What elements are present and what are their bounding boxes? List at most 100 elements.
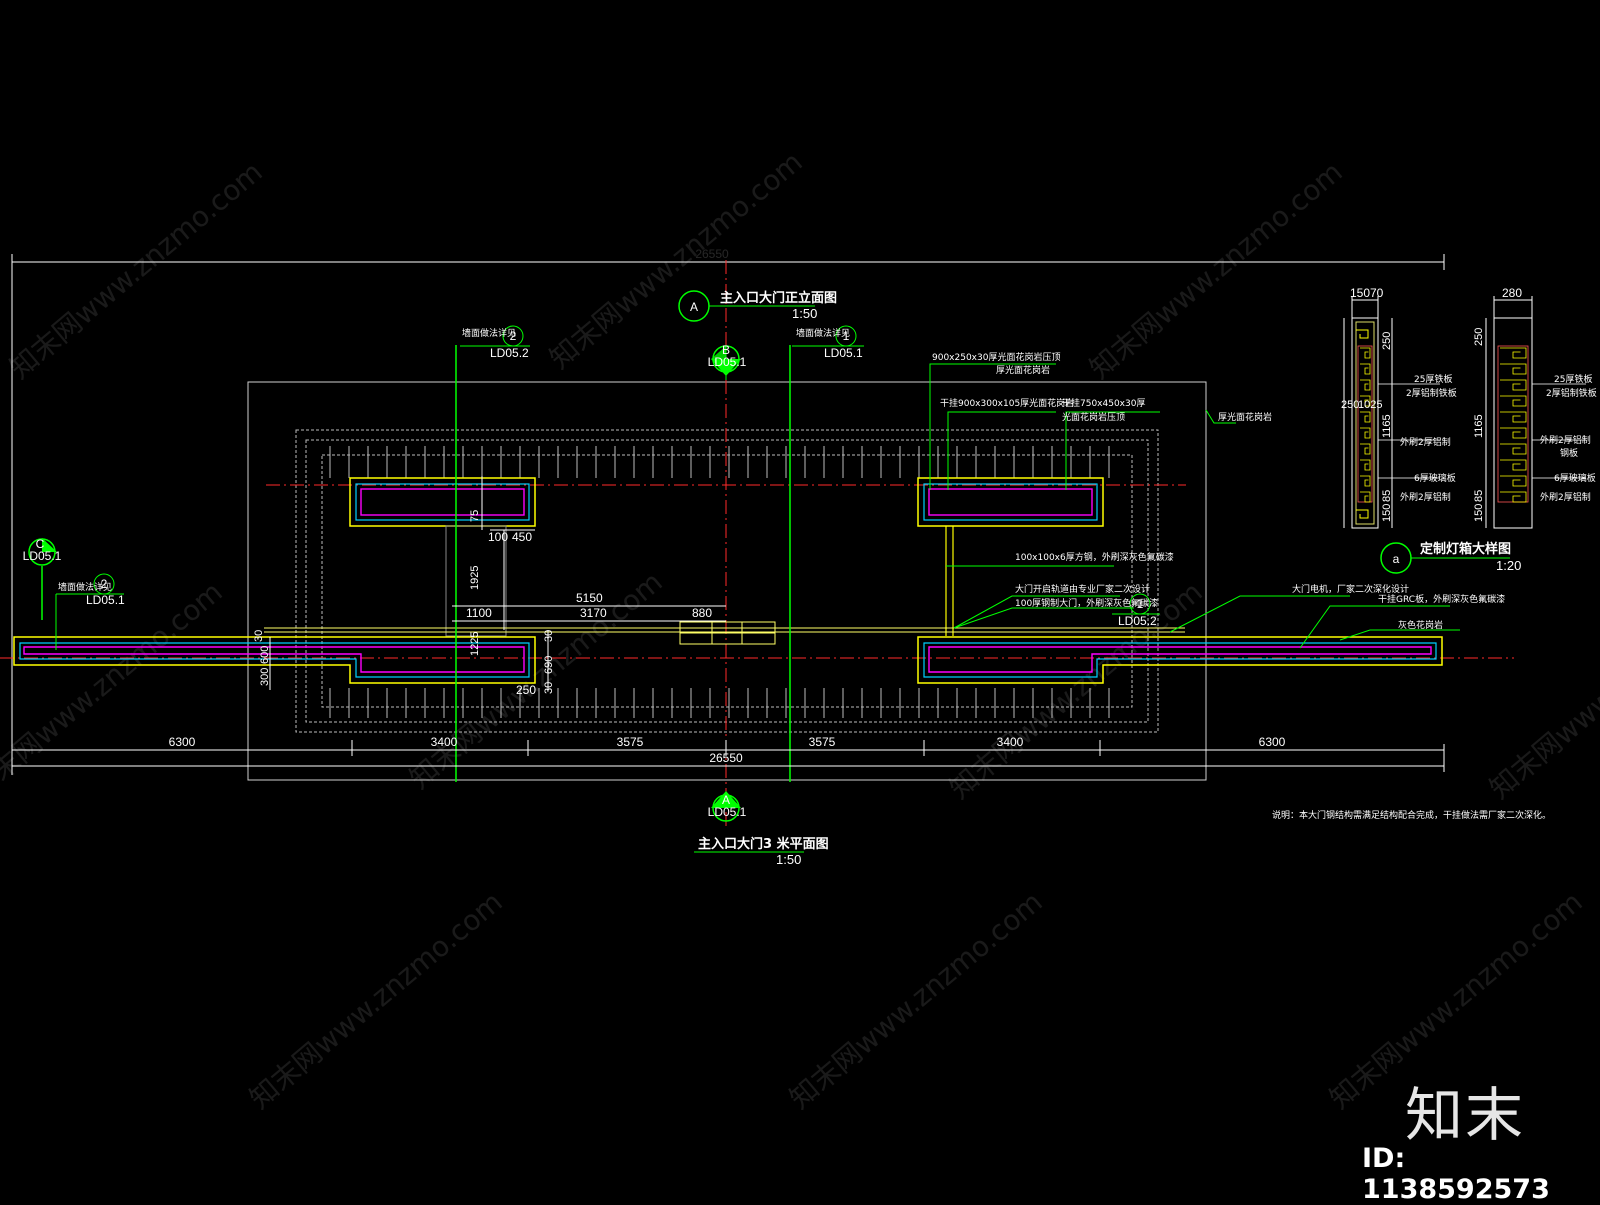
detail-label-r5: 6厚玻璃板 bbox=[1554, 472, 1596, 484]
callout-leaders bbox=[929, 363, 1460, 649]
platform-outline bbox=[295, 429, 1159, 733]
detail-ref-4-note: 墙面做法详见 bbox=[58, 581, 112, 593]
section-marker-b: B LD05.1 bbox=[708, 343, 747, 376]
callout-12: 厚光面花岗岩 bbox=[1218, 411, 1272, 423]
watermark: 知末网www.znzmo.com bbox=[1083, 155, 1348, 385]
dim-1225: 1225 bbox=[469, 632, 481, 656]
callout-1: 900x250x30厚光面花岗岩压顶 bbox=[932, 351, 1060, 363]
watermark: 知末网www.znzmo.com bbox=[3, 155, 268, 385]
detail-ref-2-num: 1 bbox=[843, 329, 850, 343]
detail-label-r6: 外刷2厚铝制 bbox=[1540, 491, 1591, 503]
dim-bottom-6: 6300 bbox=[1259, 735, 1286, 749]
dim-30b: 30 bbox=[543, 682, 555, 694]
dim-3170: 3170 bbox=[580, 606, 607, 620]
lattice-motif bbox=[1500, 475, 1527, 487]
section-c-sheet: LD05.1 bbox=[23, 549, 62, 563]
lattice-motif bbox=[1500, 459, 1527, 471]
dim-75: 75 bbox=[469, 510, 481, 522]
watermark: 知末网www.znzmo.com bbox=[0, 575, 229, 805]
watermark: 知末网www.znzmo.com bbox=[403, 565, 668, 795]
lattice-right bbox=[1500, 347, 1527, 503]
dim-bottom-1: 6300 bbox=[169, 735, 196, 749]
watermark: 知末网www.znzmo.com bbox=[783, 885, 1048, 1115]
lattice-motif bbox=[1500, 443, 1527, 455]
dim-5150: 5150 bbox=[576, 591, 603, 605]
detail-label-r1: 25厚铁板 bbox=[1554, 373, 1592, 385]
dim-bottom-5: 3400 bbox=[997, 735, 1024, 749]
dim-30a: 30 bbox=[543, 630, 555, 642]
left-long-wall bbox=[13, 636, 536, 684]
detail-leaders bbox=[1378, 383, 1586, 479]
elevation-title: A 主入口大门正立面图 1:50 bbox=[678, 290, 837, 322]
dim-1100: 1100 bbox=[466, 606, 492, 620]
detail-label-r3: 外刷2厚铝制 bbox=[1540, 434, 1591, 446]
callout-11: 灰色花岗岩 bbox=[1398, 619, 1443, 631]
detail-label-l2: 2厚铝制铁板 bbox=[1406, 387, 1457, 399]
detail-ref-3-num: 1 bbox=[1137, 597, 1144, 611]
callout-8: 100厚钢制大门，外刷深灰色氟碳漆 bbox=[1015, 597, 1158, 609]
detail-dim-150b: 150 bbox=[1381, 504, 1393, 522]
watermark: 知末网www.znzmo.com bbox=[943, 575, 1208, 805]
detail-ref-1-note: 墙面做法详见 bbox=[462, 327, 516, 339]
lattice-left bbox=[1360, 347, 1371, 503]
callout-3: 干挂900x300x105厚光面花岗岩 bbox=[940, 397, 1074, 409]
detail-label-r4: 钢板 bbox=[1560, 447, 1578, 459]
section-c-letter: C bbox=[36, 537, 45, 551]
axis-lines bbox=[0, 260, 1514, 830]
lattice-motif bbox=[1500, 427, 1527, 439]
brand-logo: 知末 bbox=[1405, 1081, 1526, 1149]
detail-label-l3: 外刷2厚铝制 bbox=[1400, 436, 1451, 448]
detail-ref-1-sheet: LD05.2 bbox=[490, 346, 529, 360]
lattice-motif bbox=[1500, 395, 1527, 407]
section-b-sheet: LD05.1 bbox=[708, 355, 747, 369]
detail-ref-3: 1 LD05.2 bbox=[1112, 593, 1160, 628]
plan-scale: 1:50 bbox=[776, 852, 801, 867]
image-id: ID: 1138592573 bbox=[1362, 1143, 1550, 1205]
plan-title: 主入口大门3 米平面图 1:50 bbox=[694, 836, 829, 867]
lattice-motif bbox=[1360, 363, 1371, 375]
lightbox-detail: 150 70 250 250 1025 1165 150 85 280 250 … bbox=[1341, 286, 1597, 574]
left-top-pillar bbox=[349, 477, 536, 527]
dim-690: 690 bbox=[543, 656, 555, 674]
lattice-motif bbox=[1500, 491, 1527, 503]
detail-dim-1025: 1025 bbox=[1358, 399, 1382, 411]
top-dimension bbox=[11, 254, 1445, 775]
right-top-pillar bbox=[917, 477, 1104, 527]
lattice-motif bbox=[1360, 395, 1371, 407]
detail-dim-r250: 250 bbox=[1473, 328, 1485, 346]
lattice-motif bbox=[1360, 491, 1371, 503]
dim-600: 600 bbox=[259, 646, 271, 664]
lattice-motif bbox=[1500, 379, 1527, 391]
detail-dim-85: 85 bbox=[1381, 490, 1393, 502]
section-a-sheet: LD05.1 bbox=[708, 805, 747, 819]
bottom-dimension-chain bbox=[11, 740, 1445, 772]
detail-label-l4: 6厚玻璃板 bbox=[1414, 472, 1456, 484]
inner-dimensions bbox=[269, 476, 726, 690]
right-steel-post bbox=[945, 526, 954, 636]
elevation-title-text: 主入口大门正立面图 bbox=[720, 290, 837, 306]
elevation-letter: A bbox=[690, 300, 698, 314]
detail-letter: a bbox=[1393, 552, 1400, 566]
detail-ref-3-sheet: LD05.2 bbox=[1118, 614, 1157, 628]
dim-bottom-2: 3400 bbox=[431, 735, 458, 749]
callout-7: 大门开启轨道由专业厂家二次设计 bbox=[1015, 583, 1150, 595]
detail-dim-280: 280 bbox=[1502, 286, 1522, 300]
detail-dim-150: 150 bbox=[1350, 286, 1370, 300]
dim-30c: 30 bbox=[253, 630, 265, 642]
lattice-motif bbox=[1500, 363, 1527, 375]
detail-scale: 1:20 bbox=[1496, 558, 1521, 573]
detail-dim-250a: 250 bbox=[1381, 332, 1393, 350]
dim-450: 450 bbox=[512, 530, 532, 544]
watermark: 知末网www.znzmo.com bbox=[243, 885, 508, 1115]
dim-1925: 1925 bbox=[469, 566, 481, 590]
drawing-note: 说明：本大门钢结构需满足结构配合完成，干挂做法需厂家二次深化。 bbox=[1272, 809, 1551, 821]
callout-2: 厚光面花岗岩 bbox=[996, 364, 1050, 376]
callout-9: 大门电机，厂家二次深化设计 bbox=[1292, 583, 1409, 595]
lightbox-front-view bbox=[1343, 296, 1393, 529]
plan-title-text: 主入口大门3 米平面图 bbox=[698, 836, 829, 852]
dim-bottom-3: 3575 bbox=[617, 735, 644, 749]
detail-dim-70: 70 bbox=[1370, 286, 1384, 300]
detail-label-l5: 外刷2厚铝制 bbox=[1400, 491, 1451, 503]
lattice-motif bbox=[1500, 411, 1527, 423]
detail-dim-1165: 1165 bbox=[1381, 414, 1393, 438]
